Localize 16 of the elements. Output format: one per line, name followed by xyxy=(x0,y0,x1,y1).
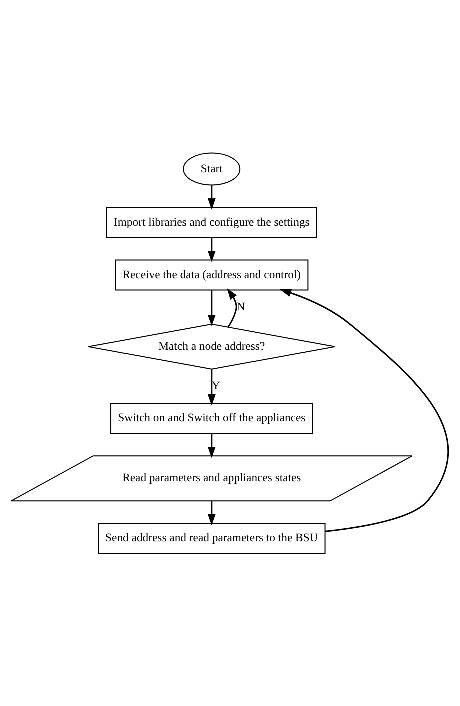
arrow xyxy=(227,288,238,328)
arrow xyxy=(208,369,216,406)
node-box: Send address and read parameters to the BSU xyxy=(98,522,326,554)
arrow xyxy=(208,184,216,210)
node-ellipse: Start xyxy=(183,152,241,186)
arrow xyxy=(208,433,216,458)
arrow xyxy=(208,500,216,526)
node-box: Import libraries and configure the settings xyxy=(106,206,318,238)
arrow xyxy=(280,288,449,532)
edge-label: N xyxy=(236,300,246,313)
node-box: Switch on and Switch off the appliances xyxy=(110,402,314,434)
edge-label: Y xyxy=(212,379,220,392)
arrow xyxy=(208,237,216,262)
arrow xyxy=(208,290,216,326)
node-diamond: Match a node address? xyxy=(88,323,336,370)
node-box: Receive the data (address and control) xyxy=(115,259,309,290)
